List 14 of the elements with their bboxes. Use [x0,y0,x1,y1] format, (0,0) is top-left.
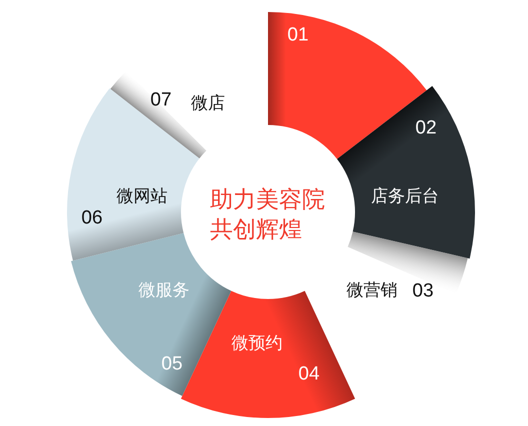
segment-label: 微服务 [138,282,190,300]
segment-label: 微营销 [346,282,398,300]
step-number: 04 [298,364,320,384]
step-number: 07 [150,90,172,110]
step-number: 06 [81,208,103,228]
step-number: 03 [412,282,434,300]
segment-label: 微网站 [116,188,168,206]
step-number: 01 [287,26,309,44]
segment-label: 微预约 [232,336,282,352]
step-number: 02 [415,118,437,138]
step-number: 05 [161,354,183,374]
center-slogan: 助力美容院共创辉煌 [210,185,328,245]
segment-label: 店务后台 [371,188,439,206]
segment-label: 微店 [191,96,225,112]
